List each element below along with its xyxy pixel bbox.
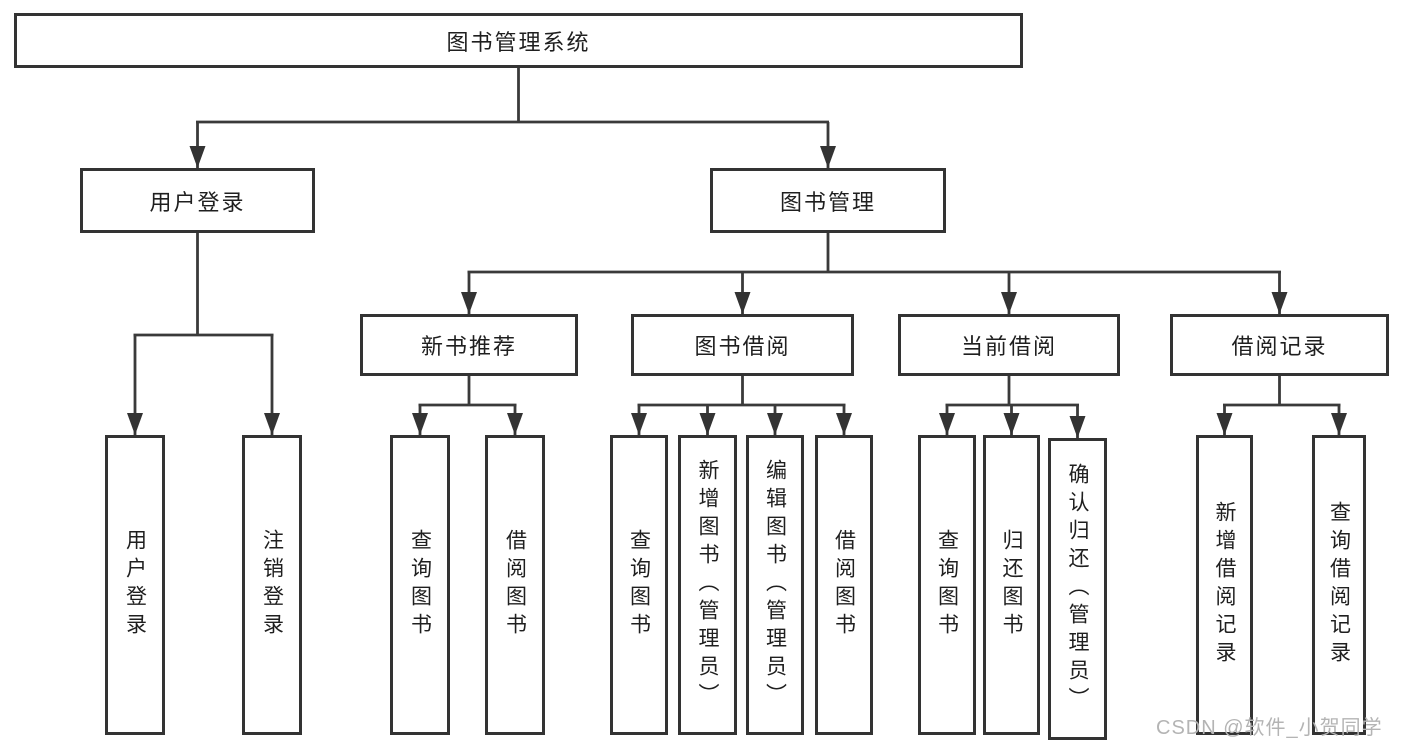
node-label: 归还图书 (1000, 529, 1023, 641)
leaf-query-borrow-record: 查询借阅记录 (1312, 435, 1366, 735)
leaf-borrow-books: 借阅图书 (815, 435, 873, 735)
leaf-borrow-books-recommend: 借阅图书 (485, 435, 545, 735)
leaf-return-books: 归还图书 (983, 435, 1040, 735)
node-label: 新书推荐 (420, 334, 517, 359)
leaf-add-borrow-record: 新增借阅记录 (1196, 435, 1253, 735)
leaf-edit-books-admin: 编辑图书（管理员） (746, 435, 804, 735)
node-label: 图书管理系统 (446, 29, 591, 55)
node-current-borrowing: 当前借阅 (898, 314, 1120, 376)
node-book-borrowing: 图书借阅 (631, 314, 854, 376)
leaf-logout: 注销登录 (242, 435, 302, 735)
node-label: 当前借阅 (960, 334, 1057, 359)
leaf-query-books-current: 查询图书 (918, 435, 976, 735)
node-label: 用户登录 (149, 189, 246, 215)
node-label: 注销登录 (260, 529, 284, 641)
node-label: 用户登录 (123, 529, 147, 641)
leaf-query-books-borrow: 查询图书 (610, 435, 668, 735)
node-library-system: 图书管理系统 (14, 13, 1023, 68)
node-label: 确认归还（管理员） (1066, 463, 1089, 715)
node-borrowing-records: 借阅记录 (1170, 314, 1389, 376)
node-label: 编辑图书（管理员） (763, 459, 787, 711)
node-user-login: 用户登录 (80, 168, 315, 233)
node-label: 新增图书（管理员） (696, 459, 719, 711)
leaf-confirm-return-admin: 确认归还（管理员） (1048, 438, 1107, 740)
watermark: CSDN @软件_小贺同学 (1156, 717, 1383, 739)
node-book-management: 图书管理 (710, 168, 946, 233)
node-label: 借阅图书 (832, 529, 856, 641)
node-label: 图书借阅 (694, 334, 791, 359)
node-label: 借阅图书 (503, 529, 527, 641)
leaf-add-books-admin: 新增图书（管理员） (678, 435, 737, 735)
node-label: 借阅记录 (1231, 334, 1328, 359)
node-label: 图书管理 (779, 189, 876, 215)
leaf-user-login: 用户登录 (105, 435, 165, 735)
node-new-book-recommendation: 新书推荐 (360, 314, 578, 376)
node-label: 新增借阅记录 (1213, 501, 1236, 669)
node-label: 查询图书 (935, 529, 959, 641)
node-label: 查询图书 (627, 529, 651, 641)
leaf-query-books-recommend: 查询图书 (390, 435, 450, 735)
node-label: 查询图书 (408, 529, 432, 641)
node-label: 查询借阅记录 (1327, 501, 1351, 669)
